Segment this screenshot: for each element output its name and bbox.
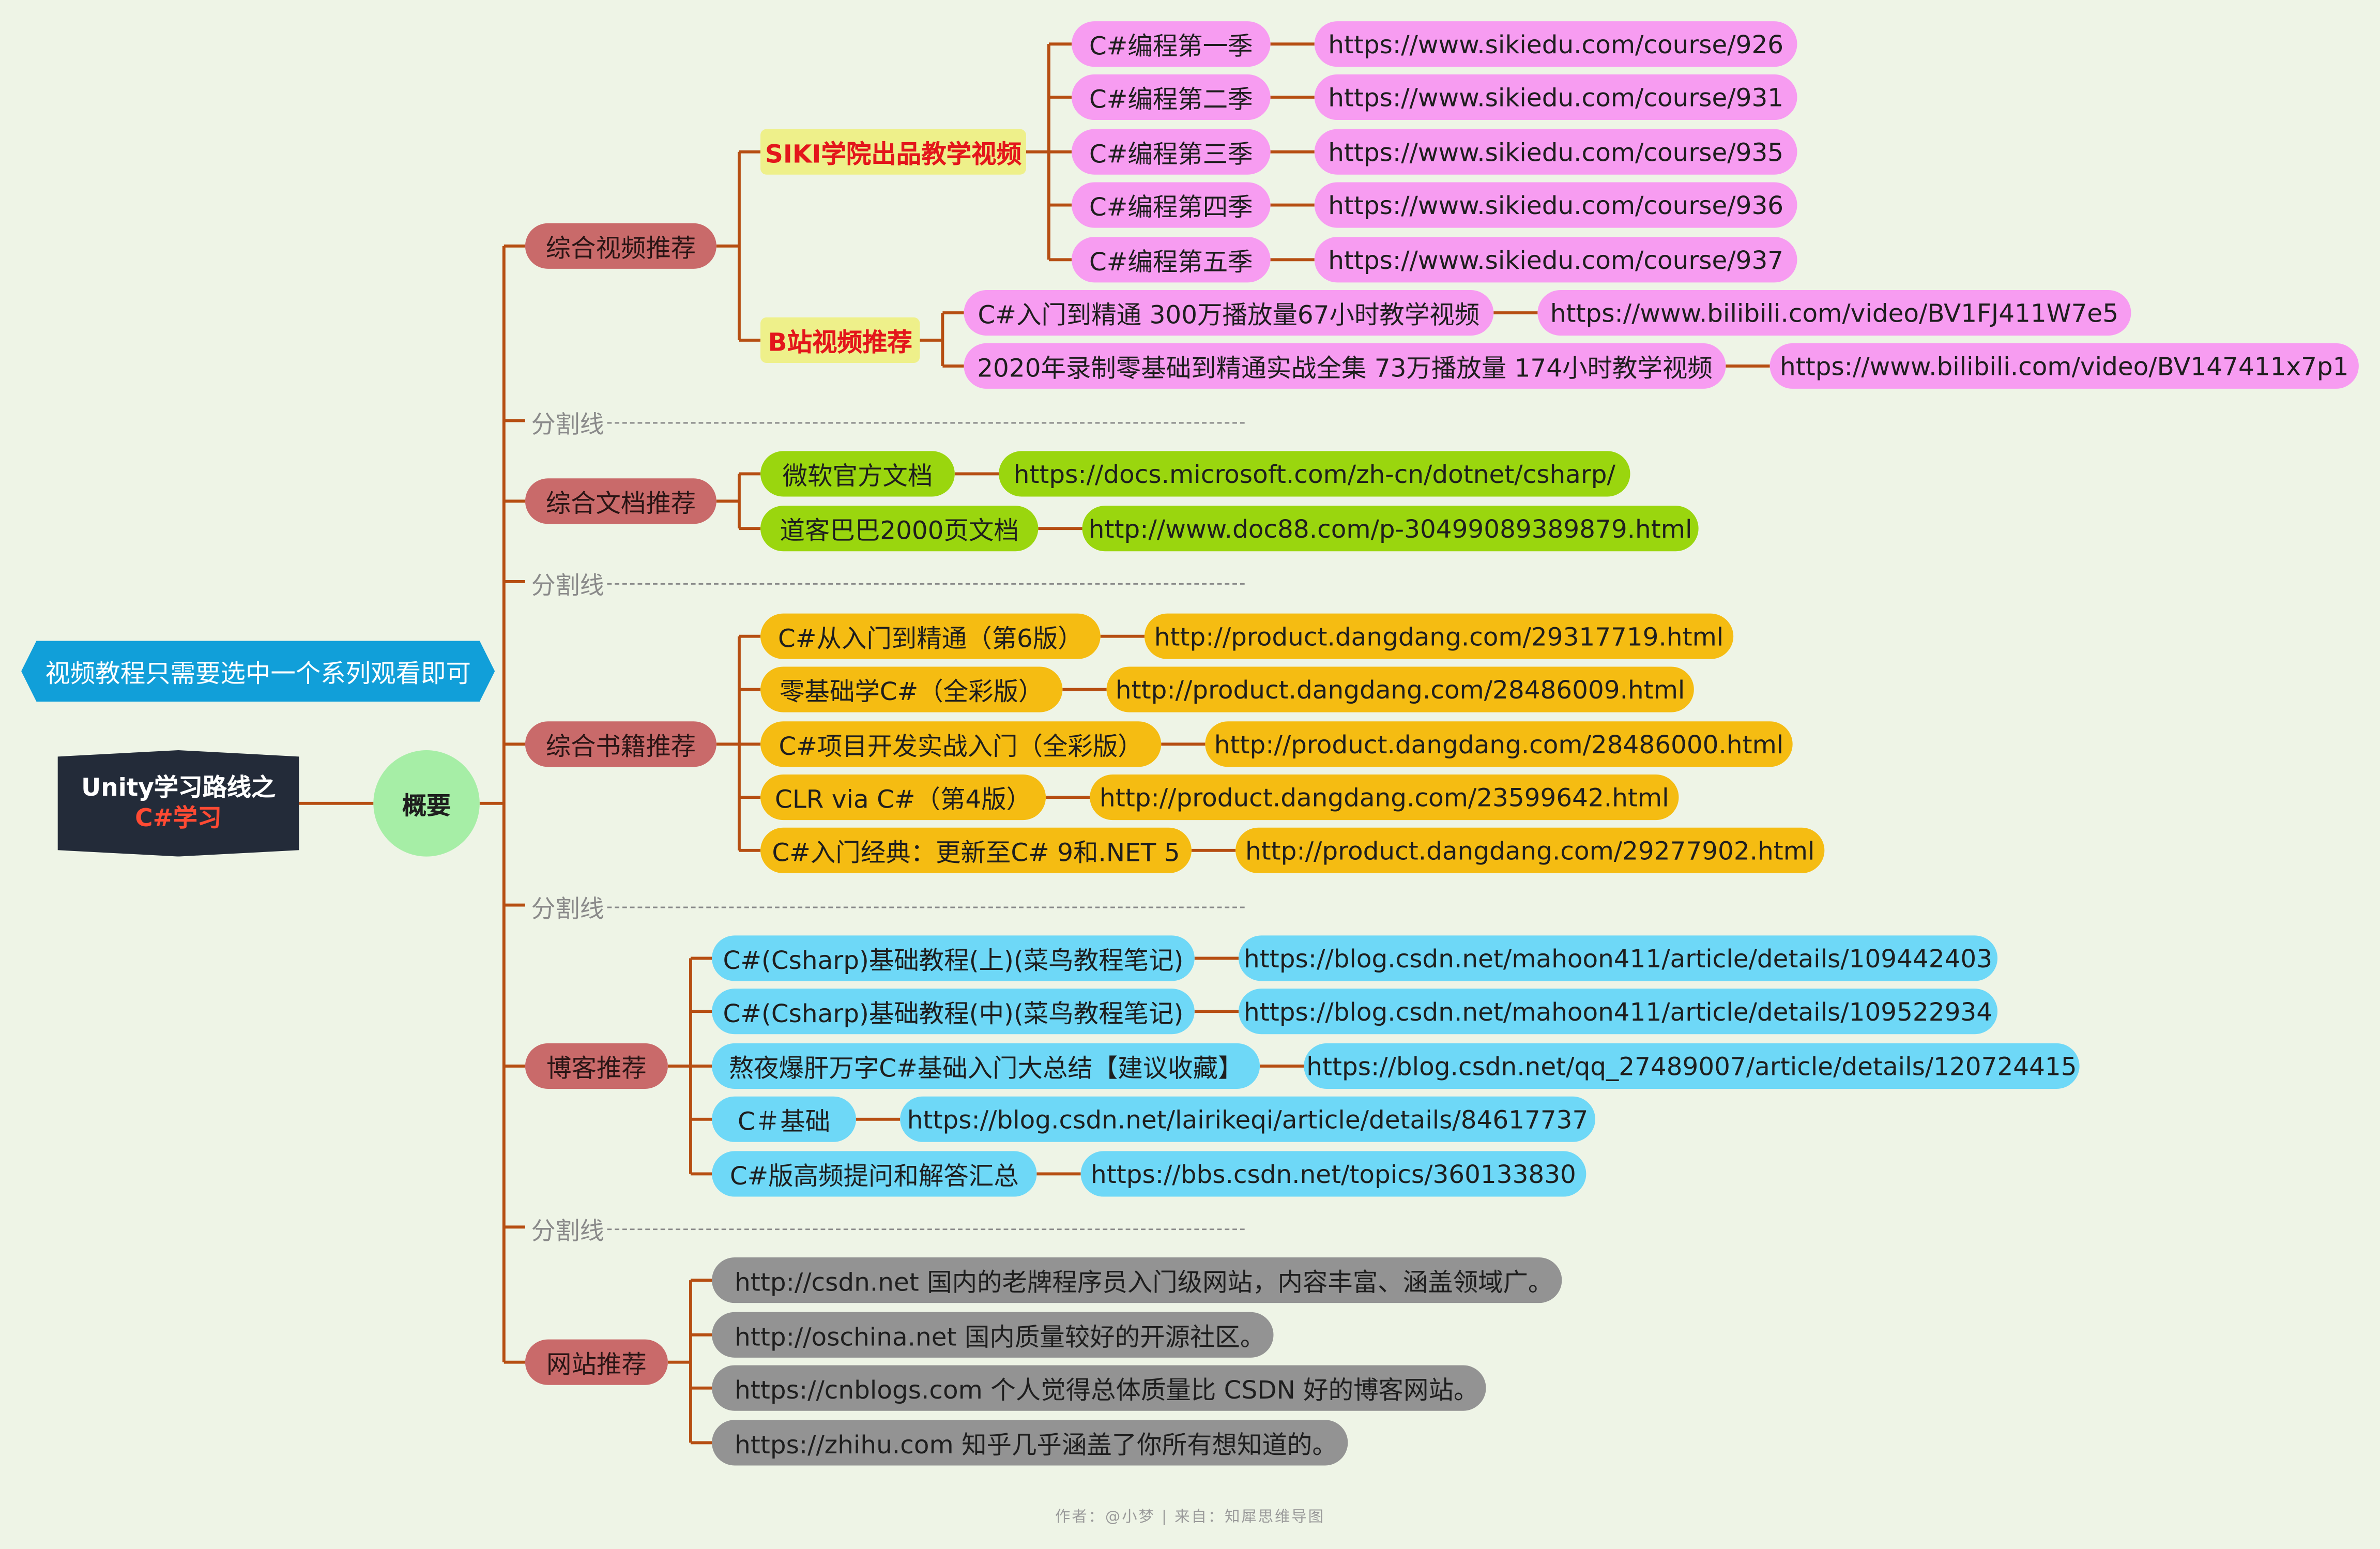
video-link[interactable]: https://www.bilibili.com/video/BV1FJ411W…	[1537, 290, 2131, 336]
blog-link[interactable]: https://blog.csdn.net/qq_27489007/articl…	[1304, 1043, 2080, 1089]
summary-node[interactable]: 概要	[373, 750, 480, 857]
blog-link[interactable]: https://blog.csdn.net/mahoon411/article/…	[1238, 935, 1998, 981]
video-link[interactable]: https://www.sikiedu.com/course/937	[1314, 237, 1797, 283]
book-item[interactable]: C#项目开发实战入门（全彩版）	[760, 721, 1162, 767]
category-books[interactable]: 综合书籍推荐	[525, 721, 716, 767]
root-title-line1: Unity学习路线之	[81, 773, 276, 802]
blog-link[interactable]: https://bbs.csdn.net/topics/360133830	[1080, 1151, 1586, 1197]
category-video[interactable]: 综合视频推荐	[525, 223, 716, 269]
divider: 分割线	[531, 888, 1245, 924]
divider-label: 分割线	[531, 1216, 604, 1246]
site-item[interactable]: http://csdn.net 国内的老牌程序员入门级网站，内容丰富、涵盖领域广…	[712, 1257, 1562, 1303]
blog-link[interactable]: https://blog.csdn.net/lairikeqi/article/…	[900, 1096, 1595, 1142]
video-link[interactable]: https://www.bilibili.com/video/BV147411x…	[1769, 343, 2359, 389]
subcategory-siki[interactable]: SIKI学院出品教学视频	[760, 129, 1026, 175]
footer-credit: 作者：@小梦 | 来自：知犀思维导图	[1055, 1509, 1325, 1526]
doc-item[interactable]: 微软官方文档	[760, 451, 955, 497]
site-item[interactable]: https://cnblogs.com 个人觉得总体质量比 CSDN 好的博客网…	[712, 1365, 1486, 1411]
video-item[interactable]: C#编程第三季	[1071, 129, 1271, 175]
doc-link[interactable]: http://www.doc88.com/p-30499089389879.ht…	[1082, 506, 1699, 552]
doc-link[interactable]: https://docs.microsoft.com/zh-cn/dotnet/…	[999, 451, 1630, 497]
divider: 分割线	[531, 1210, 1245, 1247]
summary-note-banner[interactable]: 视频教程只需要选中一个系列观看即可	[21, 641, 495, 702]
subcategory-bilibili[interactable]: B站视频推荐	[760, 317, 920, 363]
video-item[interactable]: C#入门到精通 300万播放量67小时教学视频	[964, 290, 1494, 336]
category-blogs[interactable]: 博客推荐	[525, 1043, 668, 1089]
video-item[interactable]: C#编程第二季	[1071, 74, 1271, 120]
divider-dash	[607, 582, 1245, 584]
video-link[interactable]: https://www.sikiedu.com/course/935	[1314, 129, 1797, 175]
category-docs[interactable]: 综合文档推荐	[525, 478, 716, 524]
video-item[interactable]: C#编程第四季	[1071, 182, 1271, 228]
book-item[interactable]: CLR via C#（第4版）	[760, 774, 1046, 821]
book-link[interactable]: http://product.dangdang.com/29277902.htm…	[1235, 827, 1825, 873]
book-item[interactable]: C#从入门到精通（第6版）	[760, 613, 1101, 659]
category-sites[interactable]: 网站推荐	[525, 1339, 668, 1385]
video-link[interactable]: https://www.sikiedu.com/course/926	[1314, 21, 1797, 67]
video-link[interactable]: https://www.sikiedu.com/course/931	[1314, 74, 1797, 120]
video-item[interactable]: 2020年录制零基础到精通实战全集 73万播放量 174小时教学视频	[964, 343, 1726, 389]
root-topic[interactable]: Unity学习路线之 C#学习	[57, 750, 299, 857]
divider-label: 分割线	[531, 894, 604, 923]
divider: 分割线	[531, 565, 1245, 601]
divider-dash	[607, 1227, 1245, 1229]
book-link[interactable]: http://product.dangdang.com/29317719.htm…	[1144, 613, 1734, 659]
blog-item[interactable]: C#版高频提问和解答汇总	[712, 1151, 1037, 1197]
divider-dash	[607, 906, 1245, 908]
video-item[interactable]: C#编程第一季	[1071, 21, 1271, 67]
blog-item[interactable]: C＃基础	[712, 1096, 857, 1142]
blog-item[interactable]: C#(Csharp)基础教程(中)(菜鸟教程笔记)	[712, 989, 1195, 1035]
divider-label: 分割线	[531, 410, 604, 439]
video-link[interactable]: https://www.sikiedu.com/course/936	[1314, 182, 1797, 228]
blog-item[interactable]: C#(Csharp)基础教程(上)(菜鸟教程笔记)	[712, 935, 1195, 981]
book-link[interactable]: http://product.dangdang.com/23599642.htm…	[1090, 774, 1679, 821]
video-item[interactable]: C#编程第五季	[1071, 237, 1271, 283]
blog-link[interactable]: https://blog.csdn.net/mahoon411/article/…	[1238, 989, 1998, 1035]
blog-item[interactable]: 熬夜爆肝万字C#基础入门大总结【建议收藏】	[712, 1043, 1260, 1089]
site-item[interactable]: http://oschina.net 国内质量较好的开源社区。	[712, 1312, 1274, 1358]
divider-label: 分割线	[531, 571, 604, 600]
book-item[interactable]: 零基础学C#（全彩版）	[760, 666, 1063, 712]
book-item[interactable]: C#入门经典：更新至C# 9和.NET 5	[760, 827, 1192, 873]
divider: 分割线	[531, 404, 1245, 440]
divider-dash	[607, 421, 1245, 423]
doc-item[interactable]: 道客巴巴2000页文档	[760, 506, 1039, 552]
site-item[interactable]: https://zhihu.com 知乎几乎涵盖了你所有想知道的。	[712, 1420, 1348, 1466]
book-link[interactable]: http://product.dangdang.com/28486000.htm…	[1205, 721, 1793, 767]
book-link[interactable]: http://product.dangdang.com/28486009.htm…	[1106, 666, 1694, 712]
root-title-line2: C#学习	[135, 803, 222, 832]
